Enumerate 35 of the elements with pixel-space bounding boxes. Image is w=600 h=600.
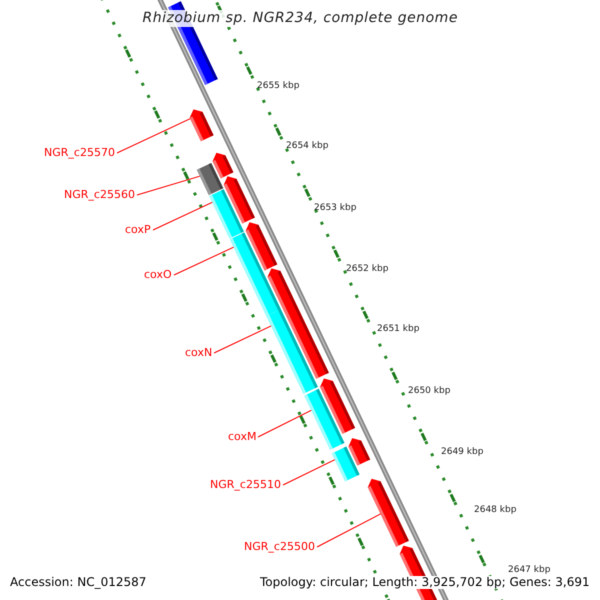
gene-block	[332, 446, 360, 482]
gene-label: NGR_c25510	[210, 479, 281, 491]
scale-label: 2648 kbp	[474, 506, 516, 516]
gene-label: coxN	[185, 347, 212, 359]
gene-label: NGR_c25570	[44, 147, 115, 159]
scale-label: 2654 kbp	[286, 142, 328, 152]
scale-label: 2653 kbp	[314, 204, 356, 214]
scale-label: 2649 kbp	[441, 448, 484, 458]
leader-line	[282, 459, 336, 486]
gene-block	[196, 163, 224, 196]
gene-block	[368, 478, 409, 547]
gene-label: NGR_c25500	[244, 541, 315, 553]
leader-line	[316, 513, 382, 548]
leader-line	[152, 202, 213, 230]
leader-line	[116, 118, 191, 154]
leader-line	[136, 176, 200, 196]
scale-label: 2655 kbp	[257, 82, 300, 92]
gene-block	[209, 189, 244, 238]
leader-line	[174, 246, 234, 276]
gene-label: coxM	[228, 431, 256, 443]
scale-label: 2650 kbp	[408, 387, 450, 396]
scale-label: 2647 kbp	[508, 566, 550, 576]
leader-line	[258, 410, 312, 438]
scale-label: 2652 kbp	[346, 265, 388, 274]
scale-label: 2651 kbp	[377, 325, 420, 334]
gene-label: NGR_c25560	[64, 189, 135, 201]
gene-label: coxO	[144, 269, 172, 281]
gene-label: coxP	[125, 224, 151, 236]
accession-text: Accession: NC_012587	[8, 576, 148, 589]
leader-line	[214, 325, 272, 354]
gene-block	[190, 109, 214, 142]
gene-block	[304, 388, 344, 450]
gene-block	[230, 232, 281, 316]
genome-info-text: Topology: circular; Length: 3,925,702 bp; Genes: 3,691	[258, 576, 592, 589]
gene-block	[266, 309, 318, 394]
